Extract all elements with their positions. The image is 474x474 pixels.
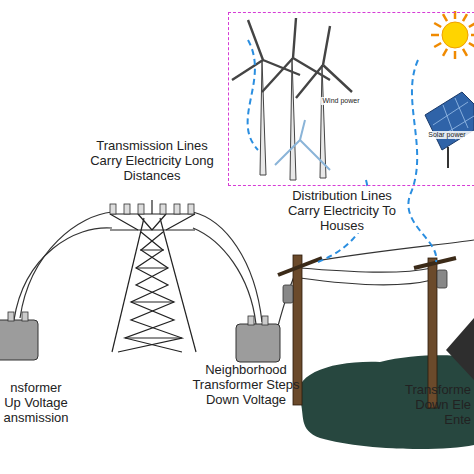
- house-transformer-label: Transforme Down Ele Ente: [399, 382, 471, 427]
- solar-panel: [425, 92, 474, 168]
- renewable-sources-box: Wind powerSolar power: [228, 12, 474, 186]
- ground-area: [298, 355, 474, 449]
- house-roof: [446, 318, 474, 380]
- renewable-feed-lines: [248, 40, 437, 262]
- tower-insulators: [110, 204, 194, 214]
- neighborhood-transformer-label: Neighborhood Transformer Steps Down Volt…: [182, 362, 310, 407]
- distribution-label: Distribution Lines Carry Electricity To …: [280, 188, 404, 233]
- wind-power-label: Wind power: [321, 97, 361, 105]
- sun: [431, 11, 474, 59]
- step-up-transformer-label: nsformer Up Voltage ansmission: [2, 380, 70, 425]
- transmission-label: Transmission Lines Carry Electricity Lon…: [87, 138, 217, 183]
- transmission-tower: [110, 200, 196, 352]
- neighborhood-transformer: [236, 316, 280, 362]
- transmission-wires: [14, 212, 474, 326]
- step-up-transformer: [0, 312, 38, 360]
- solar-power-label: Solar power: [421, 131, 473, 139]
